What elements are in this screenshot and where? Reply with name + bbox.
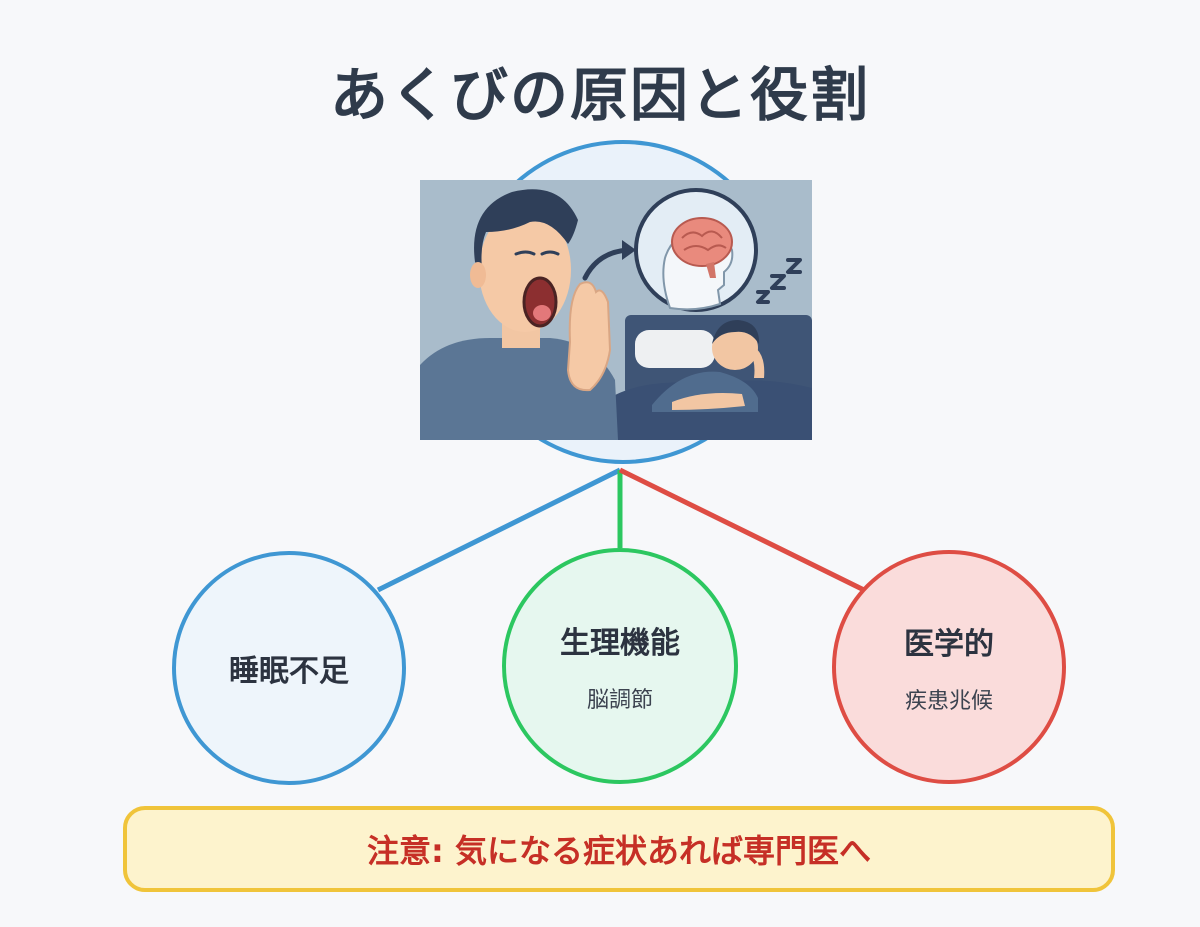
yawn-illustration — [420, 180, 812, 440]
node-sublabel: 脳調節 — [586, 688, 653, 713]
connector-line-sleep — [376, 467, 622, 593]
node-label: 生理機能 — [560, 626, 680, 661]
page-title: あくびの原因と役割 — [329, 61, 870, 129]
arrow-icon — [582, 240, 636, 281]
caution-note: 注意: 気になる症状あれば専門医へ — [123, 806, 1115, 892]
connector-line-medical — [618, 467, 866, 593]
node-label: 睡眠不足 — [229, 654, 349, 689]
node-label: 医学的 — [904, 627, 994, 662]
yawning-man-icon — [420, 189, 618, 440]
zzz-icon — [756, 258, 802, 304]
sleeping-man-icon — [615, 315, 812, 440]
node-medical: 医学的 疾患兆候 — [832, 550, 1066, 784]
caution-note-text: 注意: 気になる症状あれば専門医へ — [367, 832, 871, 870]
brain-icon — [634, 188, 758, 312]
node-physiology: 生理機能 脳調節 — [502, 548, 738, 784]
node-sleep-deprivation: 睡眠不足 — [172, 551, 406, 785]
node-sublabel: 疾患兆候 — [904, 689, 993, 714]
